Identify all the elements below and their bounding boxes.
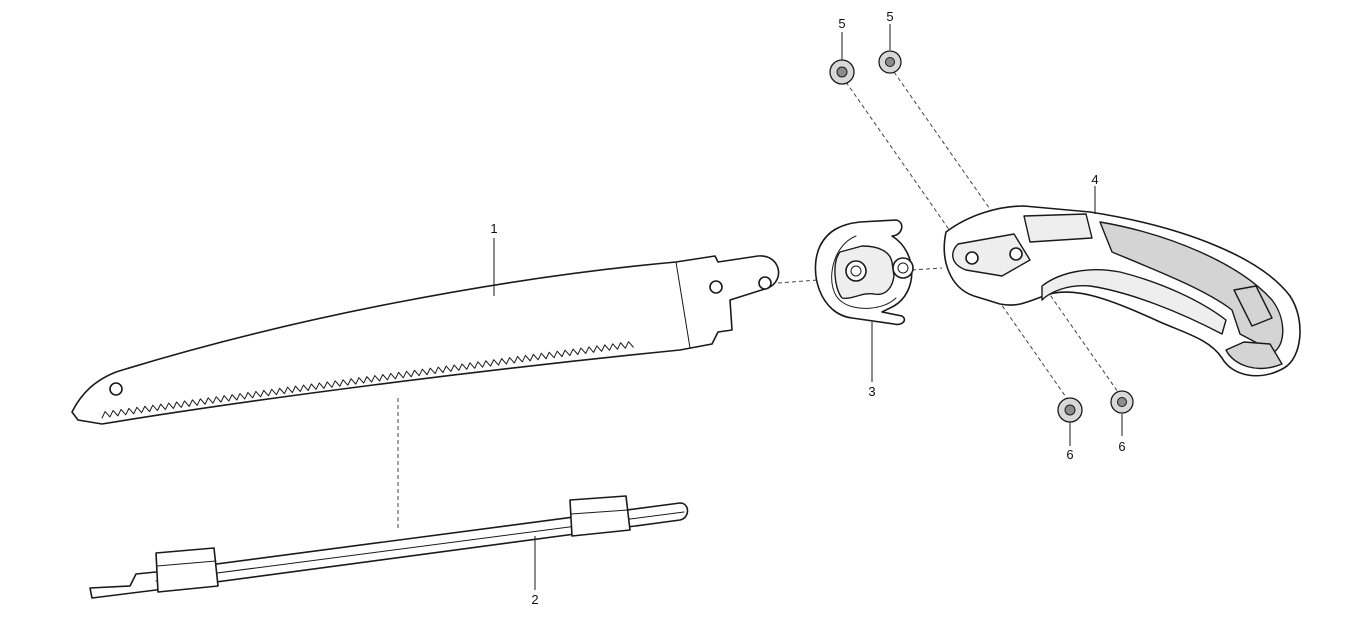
callout-6-left: 6: [1066, 447, 1073, 462]
callout-3: 3: [868, 384, 875, 399]
saw-blade: [71, 255, 780, 425]
leader-lines: [493, 24, 1123, 590]
callout-6-right: 6: [1118, 439, 1125, 454]
blade-teeth: [101, 341, 634, 419]
callout-5-left: 5: [838, 16, 845, 31]
washer-left: [1057, 397, 1083, 423]
strip-clip-right: [569, 495, 631, 537]
pistol-grip-handle: [943, 205, 1301, 377]
strip-clip-left: [155, 547, 219, 593]
ferrule-collar: [814, 219, 914, 326]
washer-right: [1110, 390, 1134, 414]
callout-labels: 1 2 3 4 5 5 6 6: [490, 9, 1125, 607]
callout-1: 1: [490, 221, 497, 236]
sheath-strip: [89, 495, 689, 599]
assembly-lines: [397, 71, 1119, 528]
callout-5-right: 5: [886, 9, 893, 24]
nut-left: [829, 59, 855, 85]
callout-2: 2: [531, 592, 538, 607]
nut-right: [878, 50, 902, 74]
callout-4: 4: [1091, 172, 1098, 187]
